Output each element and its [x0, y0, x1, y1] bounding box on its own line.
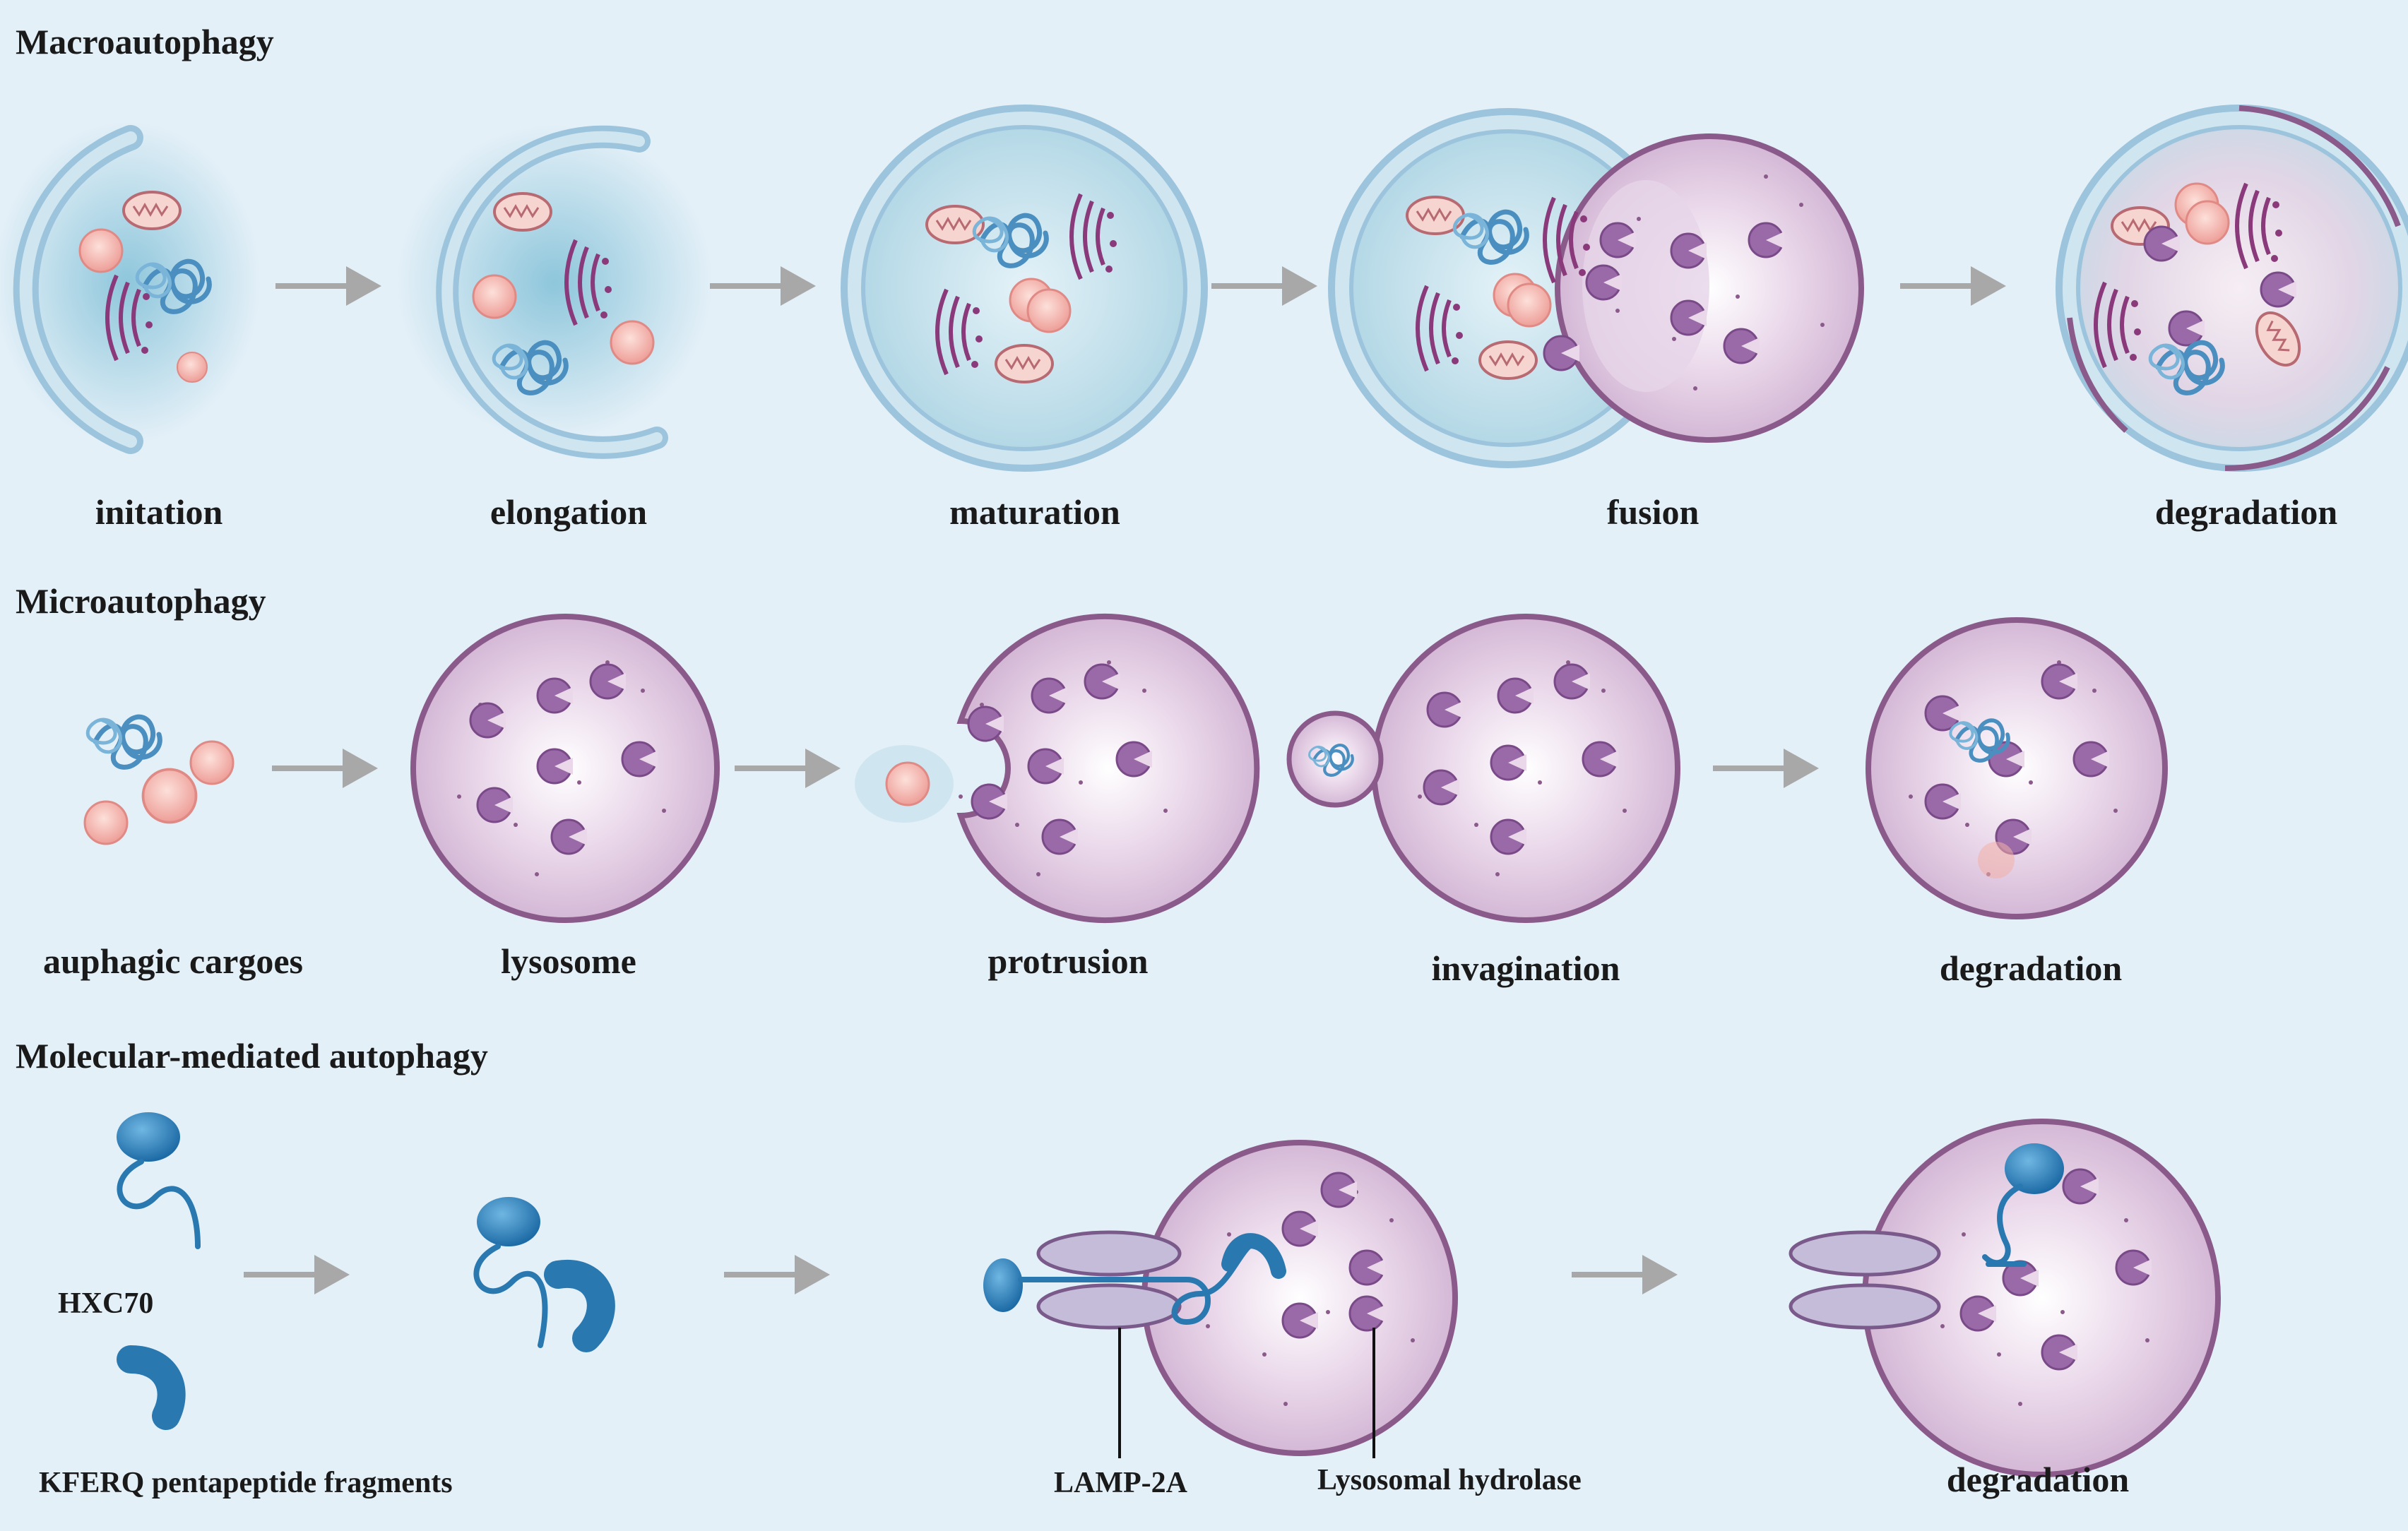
stage-label-initiation: initation — [95, 492, 223, 532]
macro-initiation — [0, 120, 261, 454]
hxc70-protein-icon — [117, 1112, 201, 1249]
arrow-icon — [1713, 749, 1819, 788]
arrow-icon — [710, 266, 816, 306]
stage-label-macro-degradation: degradation — [2154, 492, 2338, 532]
arrow-icon — [275, 266, 381, 306]
macro-maturation — [841, 105, 1208, 472]
stage-label-cargoes: auphagic cargoes — [42, 941, 304, 981]
label-lysosomal-hydrolase: Lysosomal hydrolase — [1317, 1464, 1582, 1496]
stage-label-elongation: elongation — [490, 492, 648, 532]
micro-protrusion — [855, 614, 1260, 923]
lamp2a-receptor-icon — [1036, 1230, 1182, 1277]
stage-label-lysosome: lysosome — [501, 941, 636, 981]
stage-label-invagination: invagination — [1431, 948, 1620, 988]
label-lamp2a: LAMP-2A — [1054, 1467, 1187, 1499]
section-title-micro: Microautophagy — [16, 581, 266, 621]
mitochondrion-icon — [122, 191, 182, 230]
stage-label-maturation: maturation — [949, 492, 1120, 532]
arrow-icon — [1572, 1255, 1678, 1294]
arrow-icon — [735, 749, 841, 788]
macro-fusion — [1328, 108, 1864, 468]
cma-degradation — [1789, 1119, 2221, 1477]
macro-elongation — [396, 124, 713, 459]
macro-degradation — [2056, 105, 2408, 472]
kferq-fragment-icon — [117, 1345, 186, 1430]
micro-invagination — [1286, 614, 1680, 923]
chaperone-complex-icon — [473, 1197, 615, 1352]
micro-lysosome — [410, 614, 720, 923]
micro-degradation — [1866, 617, 2168, 919]
arrow-icon — [1900, 266, 2006, 306]
arrow-icon — [272, 749, 378, 788]
stage-label-protrusion: protrusion — [987, 941, 1149, 981]
section-title-macro: Macroautophagy — [16, 22, 274, 61]
cma-lysosome — [983, 1140, 1458, 1458]
label-hxc70: HXC70 — [58, 1287, 154, 1320]
arrow-icon — [1211, 266, 1317, 306]
label-kferq: KFERQ pentapeptide fragments — [39, 1467, 453, 1499]
stage-label-fusion: fusion — [1606, 492, 1700, 532]
section-title-molecular: Molecular-mediated autophagy — [16, 1036, 488, 1076]
stage-label-micro-degradation: degradation — [1939, 948, 2123, 988]
arrow-icon — [724, 1255, 830, 1294]
micro-cargoes — [83, 717, 235, 845]
arrow-icon — [244, 1255, 350, 1294]
stage-label-molecular-degradation: degradation — [1946, 1460, 2130, 1499]
